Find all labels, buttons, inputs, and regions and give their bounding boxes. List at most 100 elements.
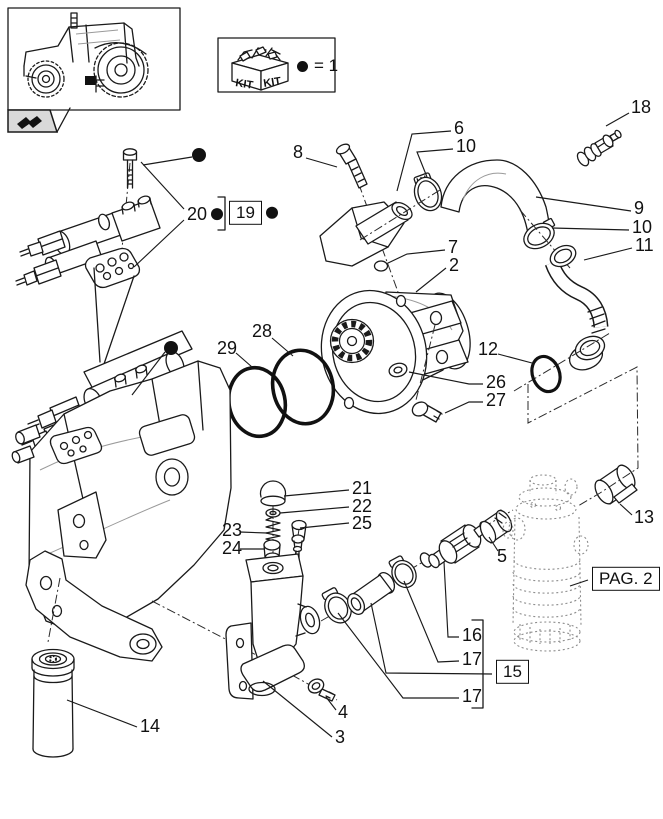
callout-5: 5 (497, 547, 507, 565)
hose-kit-parts-15-16-17 (320, 509, 514, 624)
callout-29: 29 (217, 339, 237, 357)
callout-number: 6 (454, 118, 465, 139)
cartridge-part-16 (428, 521, 489, 569)
callout-number: 17 (462, 686, 483, 707)
callout-number: 24 (222, 538, 243, 559)
hose-piece (346, 572, 396, 615)
page-flip-icon (17, 116, 42, 129)
callout-number: 12 (478, 339, 499, 360)
callout-number: 5 (497, 546, 508, 567)
page-nav-badge[interactable] (7, 107, 71, 133)
bolt-part-27 (411, 401, 443, 423)
callout-number: 23 (222, 520, 243, 541)
callout-number: 27 (486, 390, 507, 411)
callout-number: 4 (338, 702, 349, 723)
callout-21: 21 (352, 479, 372, 497)
kit-marker-dot (265, 206, 278, 219)
callout-2: 2 (449, 256, 459, 274)
callout-26: 26 (486, 373, 506, 391)
kit-marker-dot (211, 208, 224, 221)
callout-number: 20 (187, 204, 208, 225)
filter-cartridge-part-14 (31, 577, 75, 758)
callout-18: 18 (631, 98, 651, 116)
callout-number[interactable]: 15 (496, 659, 529, 684)
callout-number: 3 (335, 727, 346, 748)
callout-number: 10 (456, 136, 477, 157)
callout-number: 17 (462, 649, 483, 670)
callout-25: 25 (352, 514, 372, 532)
callout-9: 9 (634, 199, 644, 217)
section-boundary-line (527, 366, 639, 507)
callout-bracket-19-20 (217, 196, 226, 231)
washer-part-26 (388, 362, 408, 378)
callout-22: 22 (352, 497, 372, 515)
kit-legend-box: KIT KIT (217, 37, 336, 93)
callout-number: 2 (449, 255, 460, 276)
inlet-elbow-part-6 (319, 143, 413, 293)
callout-number: 18 (631, 97, 652, 118)
callout-17: 17 (462, 650, 482, 668)
callout-15: 15 (496, 659, 529, 684)
pump-splined-shaft (329, 318, 375, 364)
suction-pipe-part-11 (544, 244, 609, 371)
callout-27: 27 (486, 391, 506, 409)
tractor-thumbnail[interactable] (7, 7, 181, 133)
kit-marker-dot (297, 60, 308, 72)
callout-4: 4 (338, 703, 348, 721)
kit-marker-dot (192, 148, 206, 162)
callout-7: 7 (448, 238, 458, 256)
kit-quantity-text: = 1 (314, 56, 339, 75)
callout-28: 28 (252, 322, 272, 340)
callout-19: 19 (229, 200, 278, 225)
callout-12: 12 (478, 340, 498, 358)
kit-box-icon: KIT KIT (231, 46, 289, 92)
callout-number: 21 (352, 478, 373, 499)
valve-assembly-part-19-20 (15, 148, 161, 365)
callout-number: 8 (293, 142, 304, 163)
o-ring-part-7 (373, 260, 389, 272)
kit-label-side: KIT (263, 75, 283, 90)
callout-number: 28 (252, 321, 273, 342)
callout-number: 13 (634, 507, 655, 528)
o-ring-part-12 (530, 354, 562, 394)
callout-16: 16 (462, 626, 482, 644)
filter-assembly-phantom (502, 474, 589, 652)
callout-24: 24 (222, 539, 242, 557)
callout-23: 23 (222, 521, 242, 539)
callout-10: 10 (632, 218, 652, 236)
bushing-part-13 (594, 464, 638, 505)
callout-17: 17 (462, 687, 482, 705)
callout-number: 11 (635, 235, 654, 256)
callout-13: 13 (634, 508, 654, 526)
callout-20: 20 (187, 204, 224, 225)
callout-number[interactable]: PAG. 2 (592, 566, 660, 591)
callout-number: 26 (486, 372, 507, 393)
callout-14: 14 (140, 717, 160, 735)
spring-part-23 (265, 516, 281, 543)
callout-number: 7 (448, 237, 459, 258)
callout-pag-2: PAG. 2 (592, 566, 660, 591)
kit-label-front: KIT (235, 77, 255, 92)
callout-number: 14 (140, 716, 161, 737)
callout-11: 11 (635, 236, 654, 254)
kit-quantity-legend: = 1 (297, 56, 338, 76)
callout-number: 22 (352, 496, 373, 517)
tractor-line-art (23, 12, 149, 98)
callout-number: 10 (632, 217, 653, 238)
kit-marker-dot (164, 341, 178, 355)
callout-6: 6 (454, 119, 464, 137)
callout-10: 10 (456, 137, 476, 155)
bolt-part-20 (122, 148, 138, 189)
hydraulic-pump-part-2 (320, 289, 471, 423)
callout-number: 16 (462, 625, 483, 646)
bolt-part-8 (335, 143, 368, 189)
callout-number: 29 (217, 338, 238, 359)
fitting-part-18 (576, 129, 622, 167)
callout-number: 9 (634, 198, 645, 219)
callout-3: 3 (335, 728, 345, 746)
callout-number[interactable]: 19 (229, 200, 262, 225)
o-ring-part-28 (270, 348, 336, 426)
